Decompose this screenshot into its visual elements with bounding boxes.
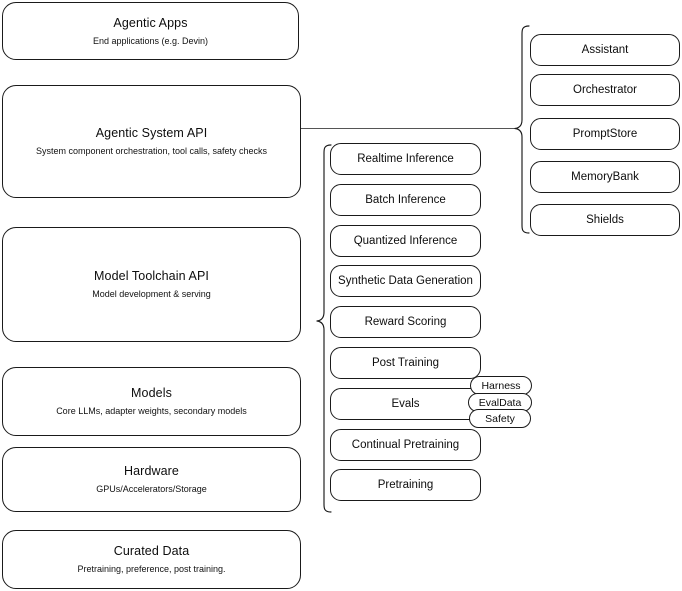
- capability-reward-scoring[interactable]: Reward Scoring: [330, 306, 481, 338]
- layer-subtitle: Model development & serving: [92, 289, 211, 299]
- layer-title: Models: [131, 386, 172, 400]
- capability-label: Post Training: [371, 357, 440, 369]
- layer-subtitle: System component orchestration, tool cal…: [35, 146, 268, 156]
- layer-curated-data[interactable]: Curated Data Pretraining, preference, po…: [2, 530, 301, 589]
- capability-label: Reward Scoring: [364, 316, 447, 328]
- layer-title: Agentic Apps: [113, 15, 188, 30]
- capability-evals[interactable]: Evals: [330, 388, 481, 420]
- connector-system-api-to-components: [301, 128, 516, 129]
- layer-agentic-system-api[interactable]: Agentic System API System component orch…: [2, 85, 301, 198]
- capability-label: Continual Pretraining: [351, 439, 460, 451]
- eval-badge-label: EvalData: [478, 396, 522, 409]
- eval-badge-label: Harness: [481, 379, 521, 392]
- brace-system-components: [508, 20, 532, 245]
- component-memorybank[interactable]: MemoryBank: [530, 161, 680, 193]
- component-promptstore[interactable]: PromptStore: [530, 118, 680, 150]
- layer-title: Curated Data: [113, 544, 190, 558]
- capability-label: Synthetic Data Generation: [338, 275, 473, 287]
- component-label: MemoryBank: [571, 171, 639, 183]
- capability-label: Realtime Inference: [357, 153, 454, 165]
- layer-title: Hardware: [124, 464, 179, 478]
- component-label: Shields: [586, 214, 624, 226]
- eval-badge-harness[interactable]: Harness: [470, 376, 532, 395]
- layer-agentic-apps[interactable]: Agentic Apps End applications (e.g. Devi…: [2, 2, 299, 60]
- layer-hardware[interactable]: Hardware GPUs/Accelerators/Storage: [2, 447, 301, 512]
- eval-badge-evaldata[interactable]: EvalData: [468, 393, 532, 412]
- capability-post-training[interactable]: Post Training: [330, 347, 481, 379]
- capability-label: Quantized Inference: [353, 235, 458, 247]
- layer-title: Agentic System API: [95, 126, 208, 140]
- layer-subtitle: Pretraining, preference, post training.: [77, 564, 226, 574]
- capability-label: Evals: [391, 398, 420, 410]
- capability-batch-inference[interactable]: Batch Inference: [330, 184, 481, 216]
- layer-subtitle: GPUs/Accelerators/Storage: [96, 484, 207, 494]
- capability-pretraining[interactable]: Pretraining: [330, 469, 481, 501]
- eval-badge-label: Safety: [485, 412, 515, 425]
- eval-badge-safety[interactable]: Safety: [469, 409, 531, 428]
- capability-continual-pretraining[interactable]: Continual Pretraining: [330, 429, 481, 461]
- component-label: PromptStore: [572, 128, 638, 140]
- layer-subtitle: End applications (e.g. Devin): [92, 35, 209, 46]
- component-assistant[interactable]: Assistant: [530, 34, 680, 66]
- capability-label: Batch Inference: [365, 194, 446, 206]
- layer-subtitle: Core LLMs, adapter weights, secondary mo…: [56, 406, 247, 416]
- capability-realtime-inference[interactable]: Realtime Inference: [330, 143, 481, 175]
- component-orchestrator[interactable]: Orchestrator: [530, 74, 680, 106]
- layer-models[interactable]: Models Core LLMs, adapter weights, secon…: [2, 367, 301, 436]
- capability-label: Pretraining: [377, 479, 434, 491]
- capability-synthetic-data-generation[interactable]: Synthetic Data Generation: [330, 265, 481, 297]
- layer-model-toolchain-api[interactable]: Model Toolchain API Model development & …: [2, 227, 301, 342]
- component-label: Assistant: [581, 44, 629, 56]
- layer-title: Model Toolchain API: [94, 269, 209, 283]
- capability-quantized-inference[interactable]: Quantized Inference: [330, 225, 481, 257]
- component-label: Orchestrator: [573, 84, 637, 96]
- component-shields[interactable]: Shields: [530, 204, 680, 236]
